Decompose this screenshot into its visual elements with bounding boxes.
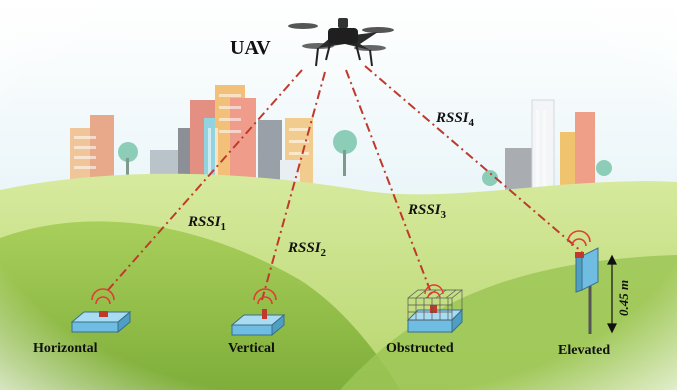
node-label-elevated: Elevated bbox=[558, 343, 610, 358]
rssi-label-4: RSSI4 bbox=[435, 110, 475, 129]
rssi-links bbox=[107, 65, 583, 301]
sensor-chip bbox=[575, 252, 584, 258]
height-dimension-arrow bbox=[607, 254, 617, 334]
rssi-label-1: RSSI1 bbox=[187, 214, 226, 233]
node-label-obstructed: Obstructed bbox=[386, 341, 454, 356]
drone-icon bbox=[288, 18, 394, 67]
rssi-label-3: RSSI3 bbox=[407, 202, 447, 221]
rssi-link-1 bbox=[107, 69, 303, 291]
signal-icon bbox=[253, 288, 277, 305]
sensor-chip bbox=[99, 311, 108, 317]
signal-icon bbox=[424, 284, 444, 299]
node-label-horizontal: Horizontal bbox=[33, 341, 98, 356]
rssi-label-2: RSSI2 bbox=[287, 240, 327, 259]
sensor-chip bbox=[430, 305, 437, 313]
sensor-horizontal bbox=[70, 288, 132, 334]
sensor-obstructed bbox=[406, 284, 464, 334]
height-annotation: 0.45 m bbox=[616, 280, 631, 316]
sensor-vertical bbox=[230, 288, 286, 337]
rssi-link-3 bbox=[345, 69, 431, 291]
uav-label: UAV bbox=[230, 37, 271, 59]
signal-icon bbox=[91, 288, 115, 305]
rssi-link-2 bbox=[261, 71, 326, 301]
sensor-elevated bbox=[567, 230, 617, 334]
sensor-chip bbox=[262, 309, 267, 319]
signal-icon bbox=[567, 230, 591, 247]
node-label-vertical: Vertical bbox=[228, 341, 275, 356]
obstruction-cage bbox=[407, 289, 463, 321]
